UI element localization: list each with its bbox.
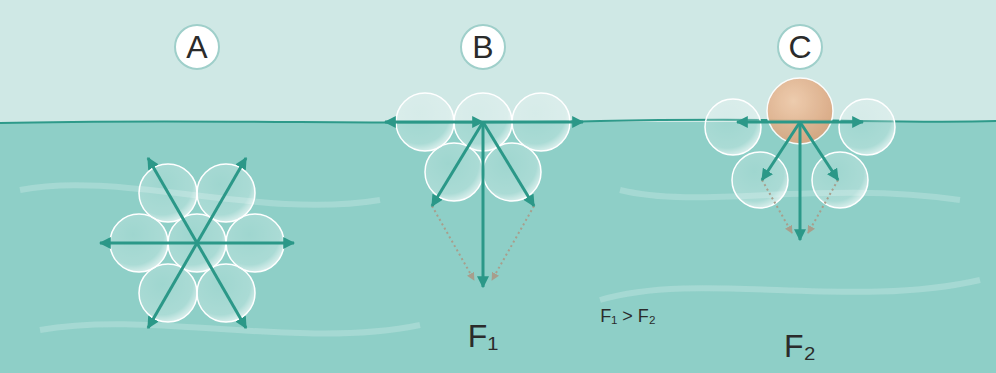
panel-letter: B (472, 31, 493, 63)
letter-circle: C (777, 24, 823, 70)
letter-circle: A (174, 24, 220, 70)
panel-letter: C (788, 31, 811, 63)
force-label: F₂ (784, 330, 816, 362)
force-label: F₁ (468, 320, 498, 352)
force-label: F₁ > F₂ (600, 307, 656, 325)
letter-circle: B (460, 24, 506, 70)
panel-letter: A (186, 31, 207, 63)
